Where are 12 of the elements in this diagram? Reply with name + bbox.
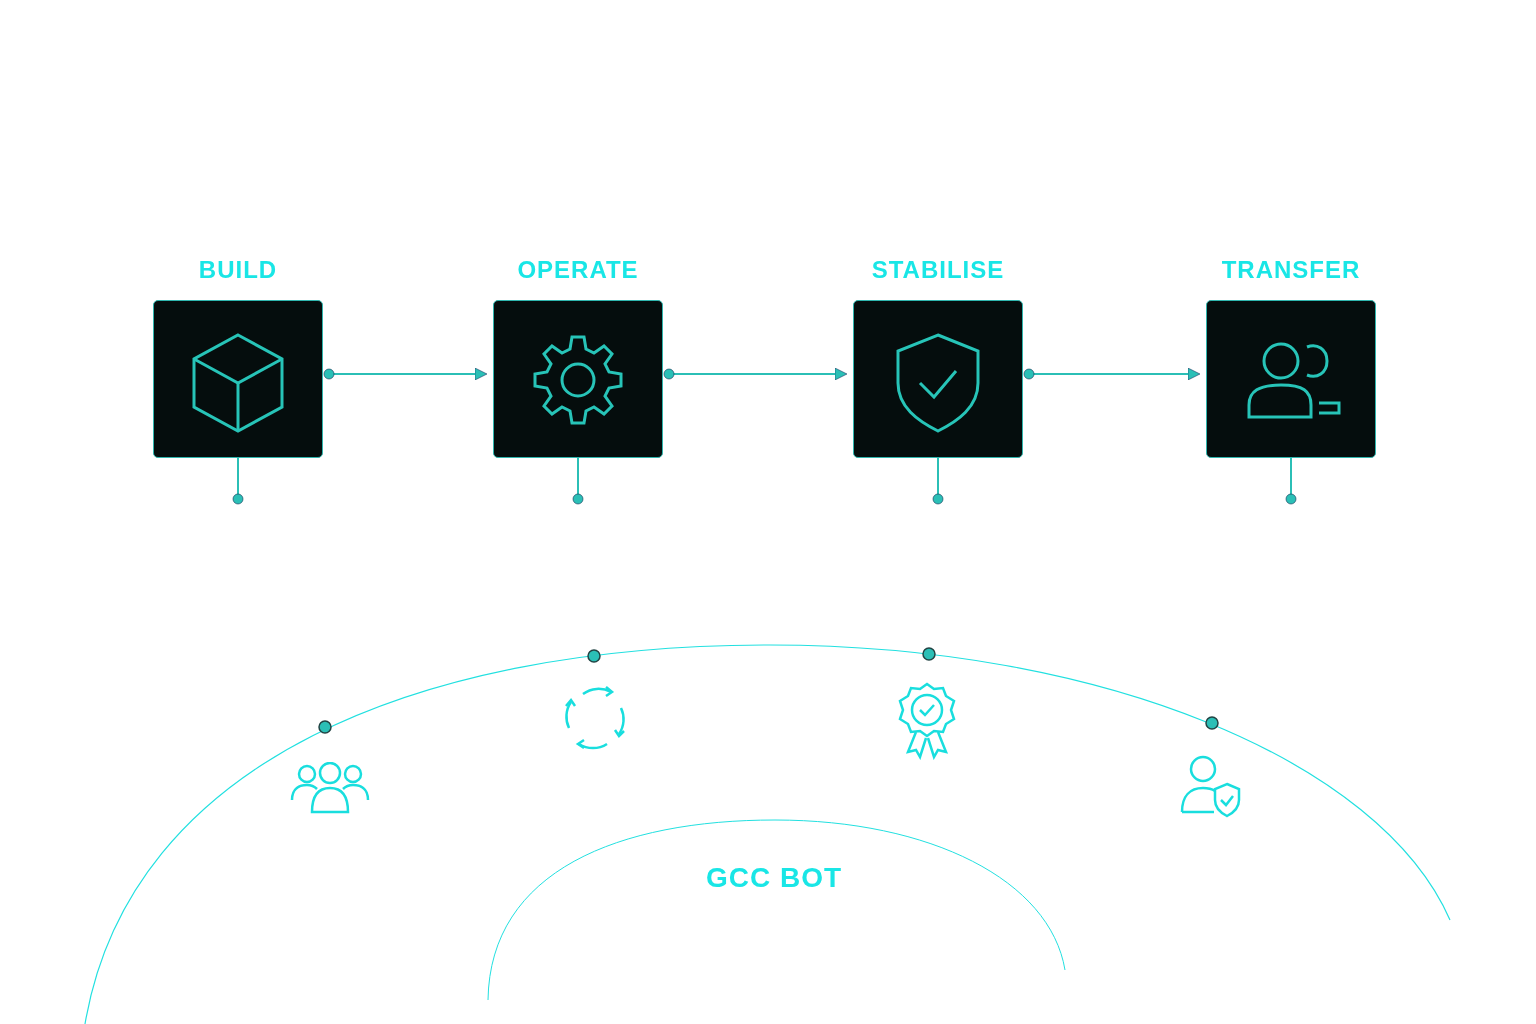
stage-title: TRANSFER: [1220, 256, 1362, 284]
arrow: [663, 367, 848, 381]
center-label: GCC BOT: [706, 862, 843, 894]
stem-line: [932, 456, 944, 505]
stem-line: [232, 456, 244, 505]
arrow: [1023, 367, 1201, 381]
arrow: [323, 367, 488, 381]
stem-line: [572, 456, 584, 505]
stage-title: BUILD: [197, 256, 279, 284]
stem-line: [1285, 456, 1297, 505]
stage-title: OPERATE: [516, 256, 640, 284]
stage-title: STABILISE: [870, 256, 1006, 284]
